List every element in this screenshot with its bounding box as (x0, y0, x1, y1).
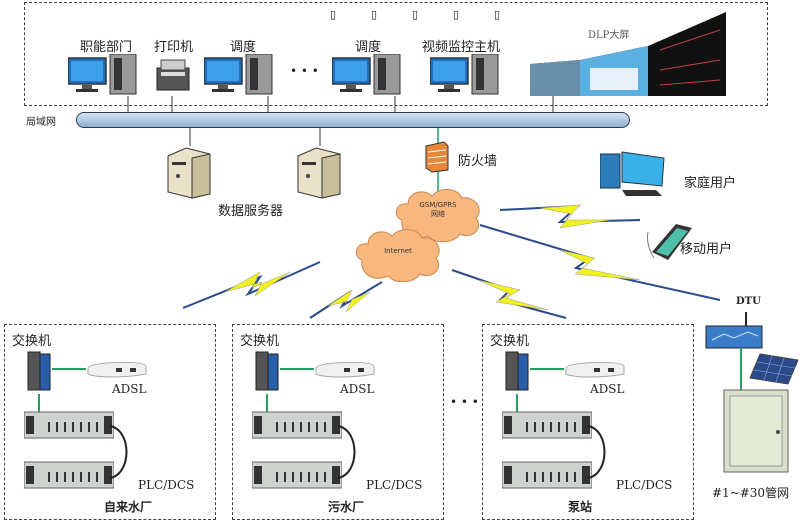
lan-bus (76, 112, 630, 128)
mobile-user-phone-icon (647, 224, 692, 260)
pipe-network-label: #1~#30管网 (712, 486, 790, 500)
workstation-ellipsis: • • • (290, 64, 319, 78)
missing-glyph-mark: ▯ (493, 8, 500, 21)
database-server-icon (167, 147, 211, 199)
pc-icon (68, 54, 137, 95)
workstation-label: 调度 (355, 40, 382, 55)
plc-rack-icon (24, 411, 114, 439)
gsm-cloud-line1: GSM/GPRS (419, 201, 457, 209)
workstation-label: 调度 (230, 40, 257, 55)
firewall-label: 防火墙 (458, 154, 498, 169)
adsl-label: ADSL (590, 382, 625, 396)
dtu-label: DTU (736, 296, 761, 307)
switch-label: 交换机 (240, 334, 280, 349)
pc-icon (430, 54, 499, 95)
switch-label: 交换机 (12, 334, 52, 349)
site-boundary-sewage (232, 324, 444, 520)
lan-label: 局域网 (26, 117, 56, 128)
control-center-boundary (24, 2, 768, 106)
plc-label: PLC/DCS (138, 478, 195, 492)
database-server-icon (297, 147, 341, 199)
plc-interconnect-cable (587, 425, 606, 479)
plc-interconnect-cable (109, 425, 128, 479)
network-switch-icon (505, 351, 529, 391)
plc-rack-icon (24, 461, 114, 489)
wireless-link-center (309, 281, 383, 319)
gsm-cloud-icon (395, 189, 480, 243)
dlp-video-wall-icon (530, 12, 726, 96)
dtu-link (740, 348, 742, 392)
site-name: 自来水厂 (104, 500, 153, 514)
solar-panel-icon (749, 353, 799, 385)
site-name: 泵站 (568, 500, 593, 514)
wireless-link-home (499, 204, 641, 229)
missing-glyph-mark: ▯ (370, 8, 378, 21)
pc-icon (332, 54, 401, 95)
dtu-device-icon (705, 312, 763, 349)
missing-glyph-mark: ▯ (411, 8, 419, 21)
plc-rack-icon (502, 411, 592, 439)
firewall-icon (425, 141, 449, 173)
adsl-modem-icon (87, 361, 147, 378)
switch-to-adsl-link (52, 368, 86, 370)
missing-glyph-mark: ▯ (330, 8, 337, 21)
internet-cloud-icon (355, 229, 440, 282)
gsm-cloud-text: GSM/GPRS 网络 (398, 201, 478, 219)
plc-rack-icon (502, 461, 592, 489)
site-boundary-pump (482, 324, 694, 520)
sites-ellipsis: • • • (450, 395, 479, 409)
home-user-label: 家庭用户 (684, 176, 737, 191)
adsl-label: ADSL (340, 382, 375, 396)
internet-cloud-label: Internet (384, 247, 412, 255)
field-cabinet-icon (723, 389, 789, 473)
switch-to-plc-link (516, 394, 518, 412)
workstation-label: 职能部门 (80, 40, 133, 55)
adsl-modem-icon (565, 361, 625, 378)
switch-to-adsl-link (530, 368, 564, 370)
switch-to-plc-link (38, 394, 40, 412)
mobile-user-label: 移动用户 (680, 242, 733, 257)
wireless-link-left (182, 261, 321, 309)
network-switch-icon (255, 351, 279, 391)
printer-icon (156, 59, 190, 91)
missing-glyph-mark: ▯ (452, 8, 460, 21)
adsl-label: ADSL (112, 382, 147, 396)
plc-rack-icon (252, 461, 342, 489)
plc-label: PLC/DCS (616, 478, 673, 492)
home-user-pc-icon (600, 151, 665, 196)
switch-to-plc-link (266, 394, 268, 412)
wireless-link-pump (451, 269, 567, 319)
servers-label: 数据服务器 (218, 204, 284, 219)
network-switch-icon (27, 351, 51, 391)
site-boundary-waterworks (4, 324, 216, 520)
plc-interconnect-cable (337, 425, 356, 479)
dlp-label: DLP大屏 (588, 30, 630, 41)
adsl-modem-icon (315, 361, 375, 378)
switch-to-adsl-link (280, 368, 314, 370)
plc-label: PLC/DCS (366, 478, 423, 492)
gsm-cloud-line2: 网络 (431, 210, 445, 218)
wireless-link-dtu (479, 224, 721, 301)
plc-rack-icon (252, 411, 342, 439)
pc-icon (204, 54, 273, 95)
workstation-label: 视频监控主机 (422, 40, 501, 55)
site-name: 污水厂 (328, 500, 365, 514)
switch-label: 交换机 (490, 334, 530, 349)
top-marks: ▯ ▯ ▯ ▯ ▯ (330, 8, 500, 21)
workstation-label: 打印机 (154, 40, 194, 55)
